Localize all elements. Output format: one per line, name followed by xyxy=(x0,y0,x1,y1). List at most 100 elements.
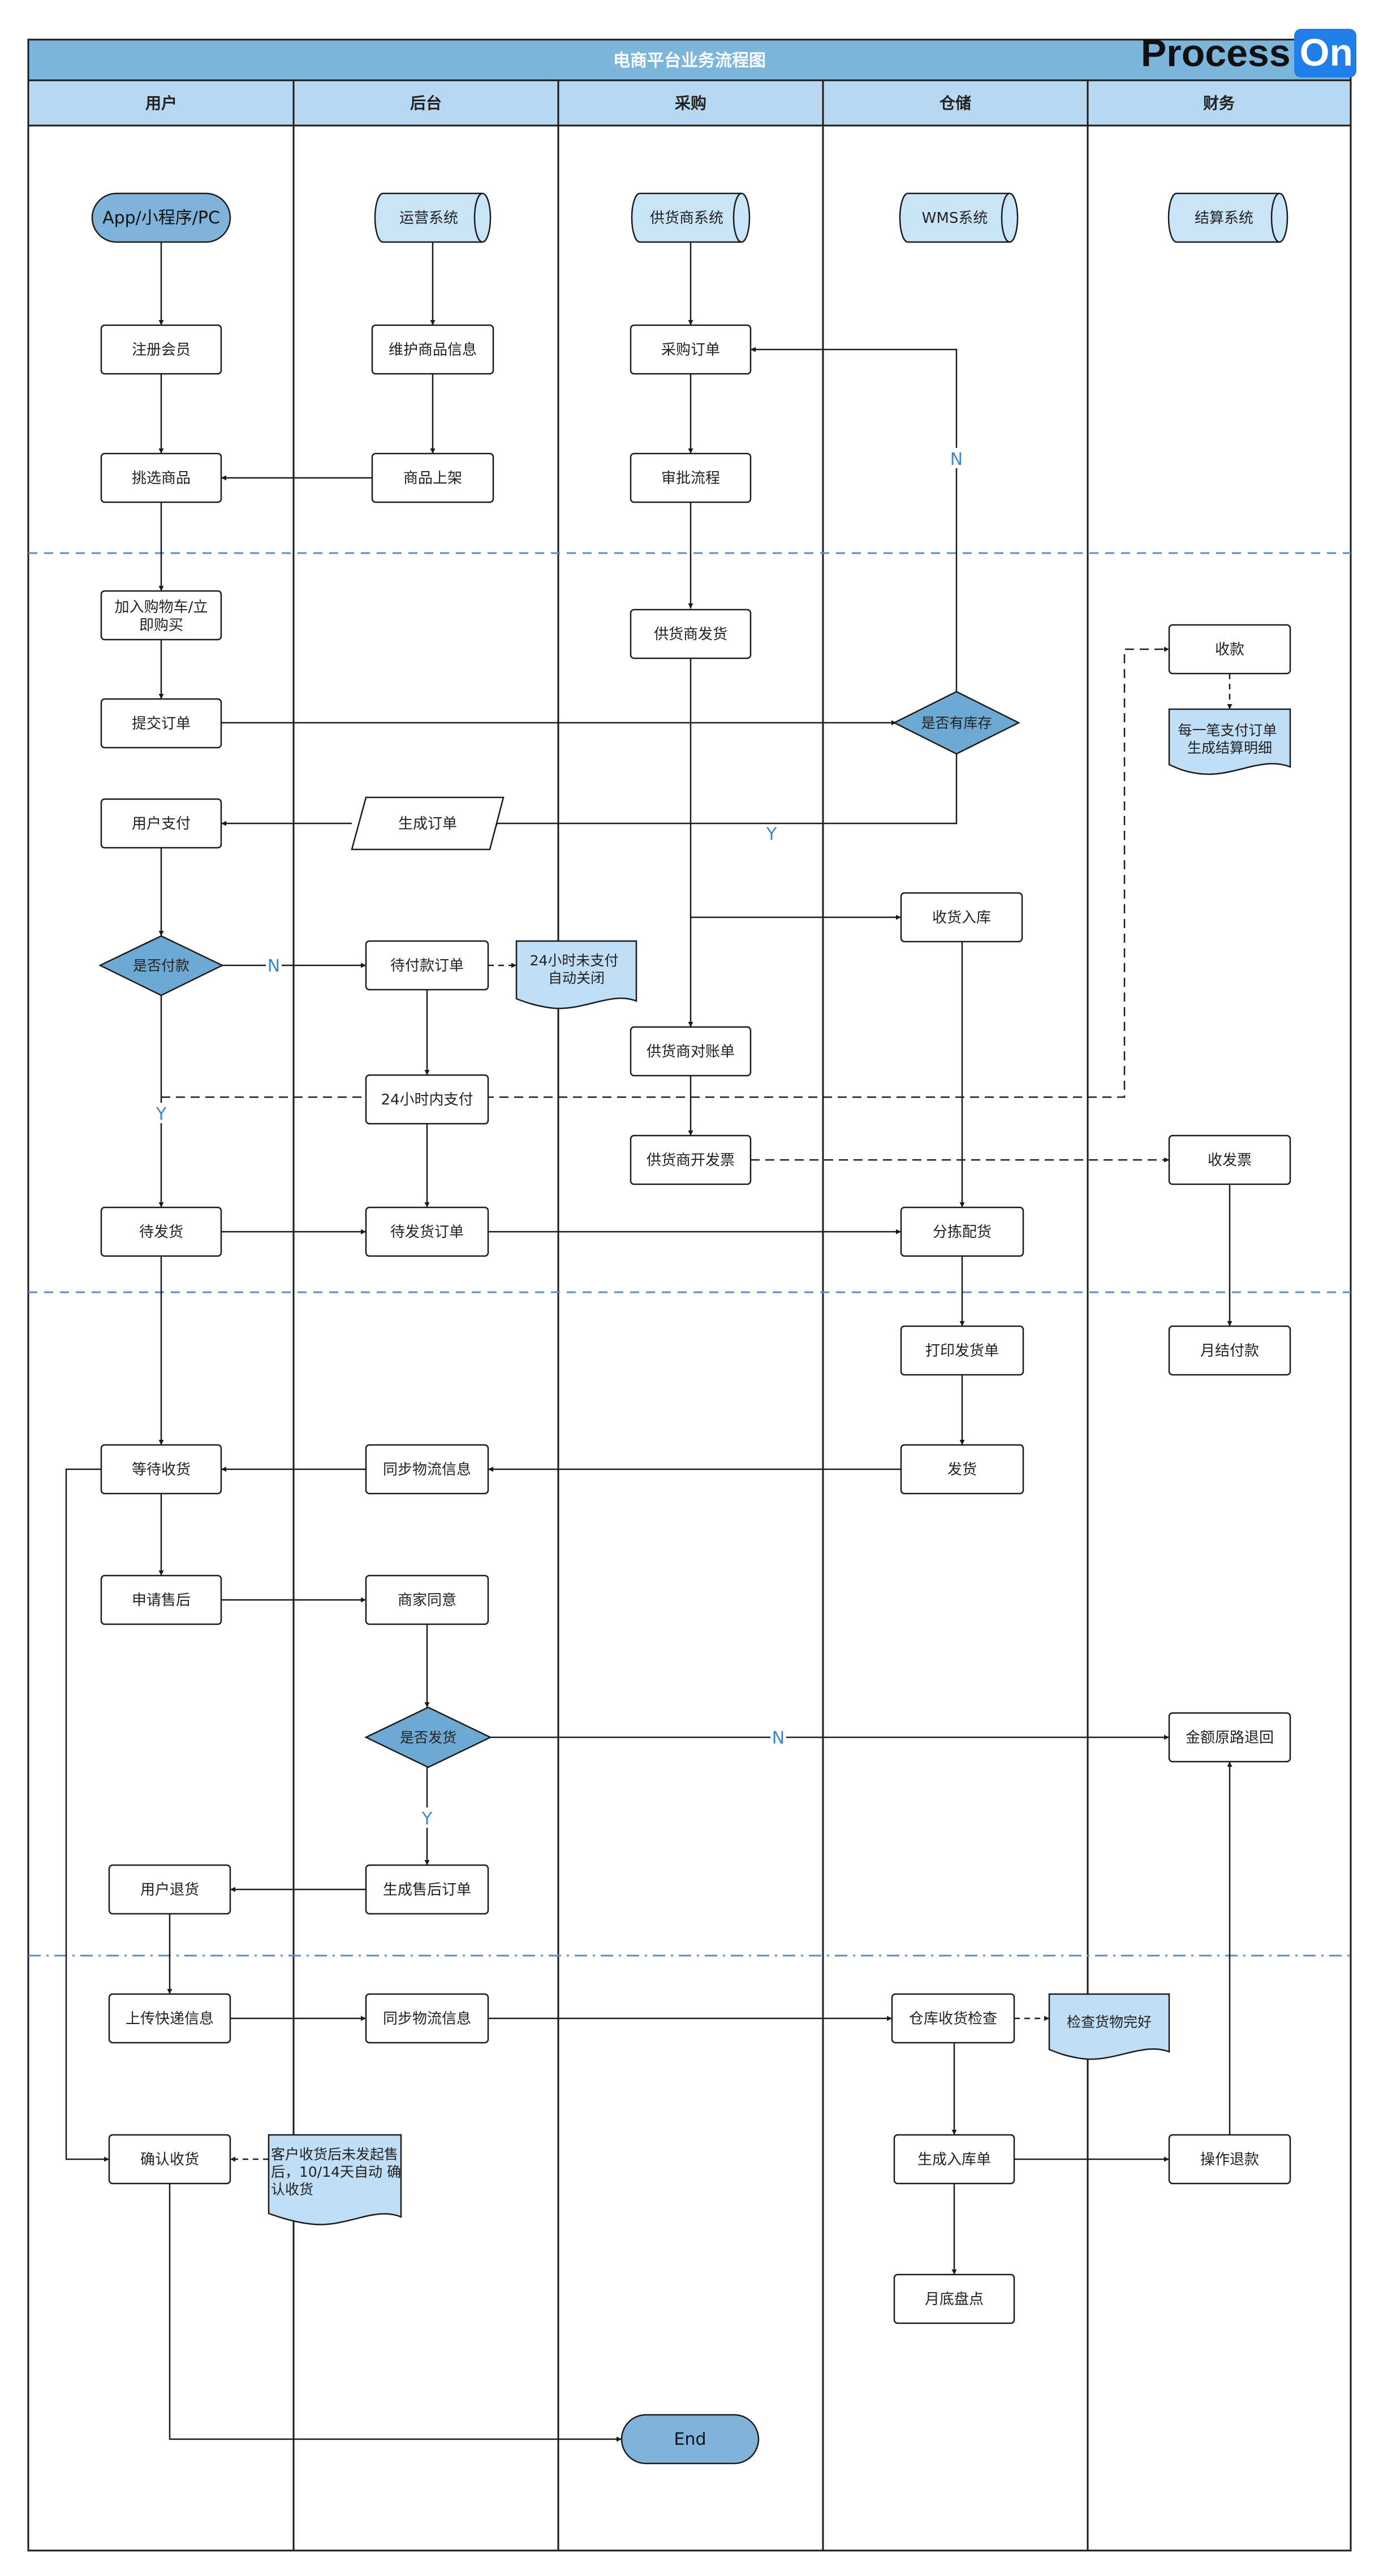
svg-text:打印发货单: 打印发货单 xyxy=(925,1343,999,1360)
process-node: 月结付款 xyxy=(1168,1325,1291,1376)
document-node: 24小时未支付 自动关闭 xyxy=(515,940,637,1009)
database-node: 供货商系统 xyxy=(631,192,751,243)
document-node: 检查货物完好 xyxy=(1048,1993,1170,2060)
svg-text:发货: 发货 xyxy=(947,1461,977,1478)
line-2: 后，10/14天自动 确 xyxy=(271,2164,401,2180)
process-node: 同步物流信息 xyxy=(365,1993,489,2044)
line-1: 24小时未支付 xyxy=(530,952,619,969)
line-1: 加入购物车/立 xyxy=(115,599,208,616)
lane-header-backend: 后台 xyxy=(410,94,442,113)
database-node-label: 供货商系统 xyxy=(650,210,723,227)
phase-separators xyxy=(28,552,1351,1957)
process-node: 上传快递信息 xyxy=(108,1993,231,2044)
process-node: 商家同意 xyxy=(365,1574,489,1625)
process-node-label-multiline: 加入购物车/立即购买 xyxy=(115,599,208,634)
process-node: 操作退款 xyxy=(1168,2134,1291,2185)
process-node: 收发票 xyxy=(1168,1134,1291,1185)
svg-text:商品上架: 商品上架 xyxy=(403,470,462,487)
svg-text:供货商开发票: 供货商开发票 xyxy=(647,1152,735,1169)
svg-text:维护商品信息: 维护商品信息 xyxy=(389,342,477,359)
lane-header-bar xyxy=(27,79,1352,127)
svg-text:供货商发货: 供货商发货 xyxy=(654,626,727,643)
process-node: 生成售后订单 xyxy=(365,1864,489,1915)
flow-arrow-n xyxy=(751,347,958,692)
edge-label-n: N xyxy=(268,956,280,976)
process-node: 加入购物车/立即购买 xyxy=(100,590,222,641)
svg-text:是否付款: 是否付款 xyxy=(133,957,189,974)
svg-text:申请售后: 申请售后 xyxy=(132,1592,191,1609)
line-1: 客户收货后未发起售 xyxy=(271,2146,398,2163)
edge-label-n: N xyxy=(772,1728,785,1748)
flow-arrow-y xyxy=(492,754,958,826)
process-node: 仓库收货检查 xyxy=(891,1993,1015,2044)
decision-node: 是否有库存 xyxy=(893,691,1020,755)
svg-text:月结付款: 月结付款 xyxy=(1200,1343,1259,1360)
end-node: End xyxy=(620,2414,760,2465)
svg-text:End: End xyxy=(674,2430,706,2449)
edge-label-y: Y xyxy=(156,1104,167,1124)
process-node: 申请售后 xyxy=(100,1574,222,1625)
svg-text:同步物流信息: 同步物流信息 xyxy=(383,1461,471,1478)
process-node: 分拣配货 xyxy=(900,1206,1024,1257)
process-node: 商品上架 xyxy=(371,452,494,503)
process-node: 待付款订单 xyxy=(365,940,489,991)
process-node: 待发货订单 xyxy=(365,1206,489,1257)
svg-text:仓库收货检查: 仓库收货检查 xyxy=(909,2010,997,2027)
document-node: 每一笔支付订单 生成结算明细 xyxy=(1168,708,1291,775)
svg-text:等待收货: 等待收货 xyxy=(132,1461,191,1478)
process-node: 24小时内支付 xyxy=(365,1074,489,1125)
svg-text:确认收货: 确认收货 xyxy=(140,2151,199,2168)
process-node: 用户支付 xyxy=(100,798,222,849)
process-node: 发货 xyxy=(900,1444,1024,1495)
process-node: 月底盘点 xyxy=(893,2273,1015,2324)
svg-text:收款: 收款 xyxy=(1215,641,1244,658)
process-nodes: 注册会员 维护商品信息 采购订单 挑选商品 商品上架 审批流程 加入购物车/立即… xyxy=(100,324,1291,2324)
title-bar xyxy=(27,38,1352,81)
line-2: 自动关闭 xyxy=(548,970,605,986)
svg-text:待发货订单: 待发货订单 xyxy=(390,1224,464,1241)
svg-text:每一笔支付订单 生成结算明细: 每一笔支付订单 生成结算明细 xyxy=(1178,722,1282,756)
svg-text:分拣配货: 分拣配货 xyxy=(933,1224,992,1241)
process-node: 生成入库单 xyxy=(893,2134,1015,2185)
svg-text:24小时未支付 自动关闭: 24小时未支付 自动关闭 xyxy=(530,952,623,986)
process-node: 挑选商品 xyxy=(100,452,222,503)
decision-node: 是否发货 xyxy=(364,1706,492,1768)
svg-text:月底盘点: 月底盘点 xyxy=(925,2291,984,2308)
process-node: 确认收货 xyxy=(108,2134,231,2185)
process-node: 同步物流信息 xyxy=(365,1444,489,1495)
logo-text: Process xyxy=(1140,31,1291,75)
svg-text:客户收货后未发起售 后，10/14天自动 确: 客户收货后未发起售 后，10/14天自动 确 认收货 xyxy=(271,2146,406,2198)
line-2: 生成结算明细 xyxy=(1187,740,1272,756)
process-node: 金额原路退回 xyxy=(1168,1712,1291,1763)
flow-arrow xyxy=(65,1468,109,2162)
database-node: WMS系统 xyxy=(899,192,1019,243)
svg-text:提交订单: 提交订单 xyxy=(132,715,191,732)
edge-label-n: N xyxy=(950,450,963,469)
process-node: 待发货 xyxy=(100,1206,222,1257)
svg-text:用户退货: 用户退货 xyxy=(140,1882,199,1898)
svg-text:同步物流信息: 同步物流信息 xyxy=(383,2010,471,2027)
process-node: 供货商对账单 xyxy=(630,1026,752,1077)
processon-logo: Process On xyxy=(1141,26,1356,80)
dashed-flow-arrow xyxy=(161,646,1169,1098)
connectors xyxy=(65,242,1233,2442)
svg-text:采购订单: 采购订单 xyxy=(661,342,720,359)
database-node-label: 运营系统 xyxy=(399,210,458,227)
process-node: 打印发货单 xyxy=(900,1325,1024,1376)
process-node: 维护商品信息 xyxy=(371,324,494,375)
svg-text:生成订单: 生成订单 xyxy=(398,815,457,832)
svg-text:挑选商品: 挑选商品 xyxy=(132,470,191,487)
svg-text:用户支付: 用户支付 xyxy=(132,815,191,832)
svg-text:是否发货: 是否发货 xyxy=(400,1729,456,1746)
decision-node: 是否付款 xyxy=(98,935,224,996)
process-node: 提交订单 xyxy=(100,698,222,749)
database-node: 运营系统 xyxy=(374,192,492,243)
start-node: App/小程序/PC xyxy=(91,192,231,243)
logo-badge: On xyxy=(1294,28,1356,77)
database-node: 结算系统 xyxy=(1167,192,1288,243)
svg-text:供货商对账单: 供货商对账单 xyxy=(647,1043,735,1060)
data-node: 生成订单 xyxy=(351,796,505,851)
svg-text:是否有库存: 是否有库存 xyxy=(921,715,992,731)
start-node-label: App/小程序/PC xyxy=(102,208,220,228)
process-node: 收款 xyxy=(1168,624,1291,675)
